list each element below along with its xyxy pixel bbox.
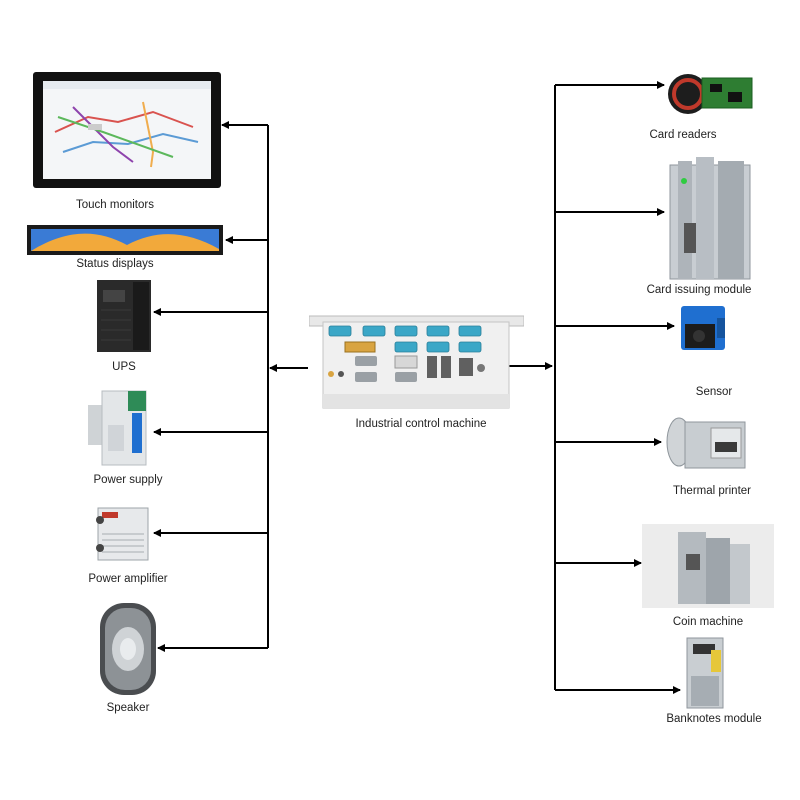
speaker-label: Speaker [106,702,150,714]
card-issuing-module-image [669,157,751,280]
power-amplifier-label: Power amplifier [88,573,168,585]
banknotes-module-image [686,637,724,709]
power-supply-label: Power supply [93,474,163,486]
coin-machine-label: Coin machine [672,616,744,628]
card-readers-label: Card readers [649,129,717,141]
coin-machine-image [642,524,774,608]
speaker-image [100,603,156,695]
power-supply-image [88,390,147,466]
thermal-printer-label: Thermal printer [673,485,751,497]
power-amplifier-image [96,507,149,561]
sensor-image [681,306,725,350]
touch-monitors-label: Touch monitors [76,199,154,211]
ups-image [97,280,151,352]
industrial-control-machine-label: Industrial control machine [355,418,487,430]
card-readers-image [668,74,753,114]
status-displays-label: Status displays [76,258,154,270]
sensor-label: Sensor [695,386,733,398]
touch-monitor-image [33,72,221,188]
ups-label: UPS [112,361,136,373]
banknotes-module-label: Banknotes module [666,713,762,725]
thermal-printer-image [666,417,746,469]
industrial-control-machine-image [309,315,524,409]
status-display-image [27,225,223,255]
card-issuing-module-label: Card issuing module [646,284,752,296]
